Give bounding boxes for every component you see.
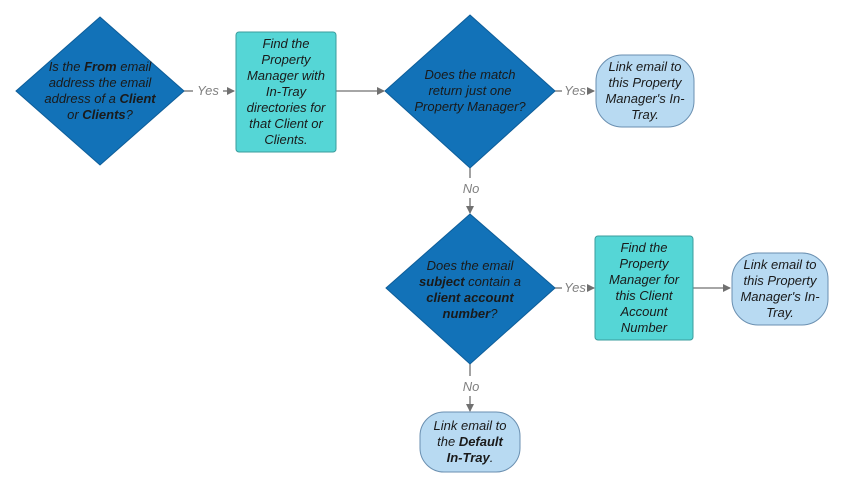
node-text-segment: email address the email address of a [44, 59, 152, 106]
node-text-bold: Clients [82, 107, 126, 122]
terminal-link-pm-in-tray-shape [595, 54, 695, 128]
node-text-segment: Does the match return just one Property … [414, 67, 526, 114]
node-text-bold: From [84, 59, 117, 74]
edge-label-yes: Yes [564, 83, 586, 98]
node-text-segment: . [489, 450, 494, 465]
decision-subject-account-shape [385, 213, 556, 365]
node-text-bold: Client [119, 91, 156, 106]
edge-label-yes: Yes [564, 280, 586, 295]
terminal-default-in-tray-shape [419, 411, 521, 473]
edge-label-no: No [463, 379, 480, 394]
node-text-segment: Find the Property Manager for this Clien… [608, 240, 680, 335]
node-text-segment: Is the [48, 59, 85, 74]
node-text-bold: subject [419, 274, 465, 289]
node-text: Find the Property Manager for this Clien… [598, 240, 690, 336]
terminal-link-pm-in-tray-2: Link email to this Property Manager's In… [733, 253, 827, 325]
decision-single-match-shape [384, 14, 556, 169]
edge-d1-p1: Yes [184, 83, 235, 98]
edge-d3-p2: Yes [555, 280, 595, 295]
decision-from-address: Is the From email address the email addr… [38, 45, 162, 137]
process-find-pm-account: Find the Property Manager for this Clien… [598, 236, 690, 340]
terminal-link-pm-in-tray: Link email to this Property Manager's In… [598, 55, 692, 127]
node-text-segment: Does the email [426, 258, 514, 273]
node-text: Does the match return just one Property … [408, 67, 532, 115]
node-text-segment: Find the Property Manager with In-Tray d… [246, 36, 326, 147]
edge-d2-d3: No [463, 168, 480, 214]
decision-from-address-shape [15, 16, 185, 166]
node-text: Link email to this Property Manager's In… [598, 59, 692, 123]
edge-d2-t1: Yes [555, 83, 595, 98]
decision-subject-account: Does the email subject contain a client … [410, 244, 530, 336]
node-text-segment: ? [490, 306, 498, 321]
decision-single-match: Does the match return just one Property … [408, 58, 532, 124]
edge-label-yes: Yes [197, 83, 219, 98]
process-find-pm-in-tray: Find the Property Manager with In-Tray d… [240, 32, 332, 152]
node-text: Link email to the Default In-Tray. [428, 418, 512, 466]
edge-label-no: No [463, 181, 480, 196]
node-text-segment: Link email to this Property Manager's In… [605, 59, 685, 122]
node-text-bold: Default In-Tray [446, 434, 503, 465]
process-find-pm-account-shape [594, 235, 694, 341]
node-text: Does the email subject contain a client … [410, 258, 530, 322]
edge-d3-t3: No [463, 364, 480, 412]
node-text-segment: ? [125, 107, 133, 122]
node-text: Is the From email address the email addr… [38, 59, 162, 123]
node-text-segment: Link email to this Property Manager's In… [740, 257, 820, 320]
node-text-segment: or [67, 107, 83, 122]
node-text-segment: Link email to the [433, 418, 507, 449]
node-text-segment: contain a [464, 274, 521, 289]
terminal-default-in-tray: Link email to the Default In-Tray. [428, 412, 512, 472]
process-find-pm-in-tray-shape [235, 31, 337, 153]
node-text: Link email to this Property Manager's In… [733, 257, 827, 321]
node-text: Find the Property Manager with In-Tray d… [240, 36, 332, 148]
terminal-link-pm-in-tray-2-shape [731, 252, 829, 326]
node-text-bold: client account number [426, 290, 514, 321]
